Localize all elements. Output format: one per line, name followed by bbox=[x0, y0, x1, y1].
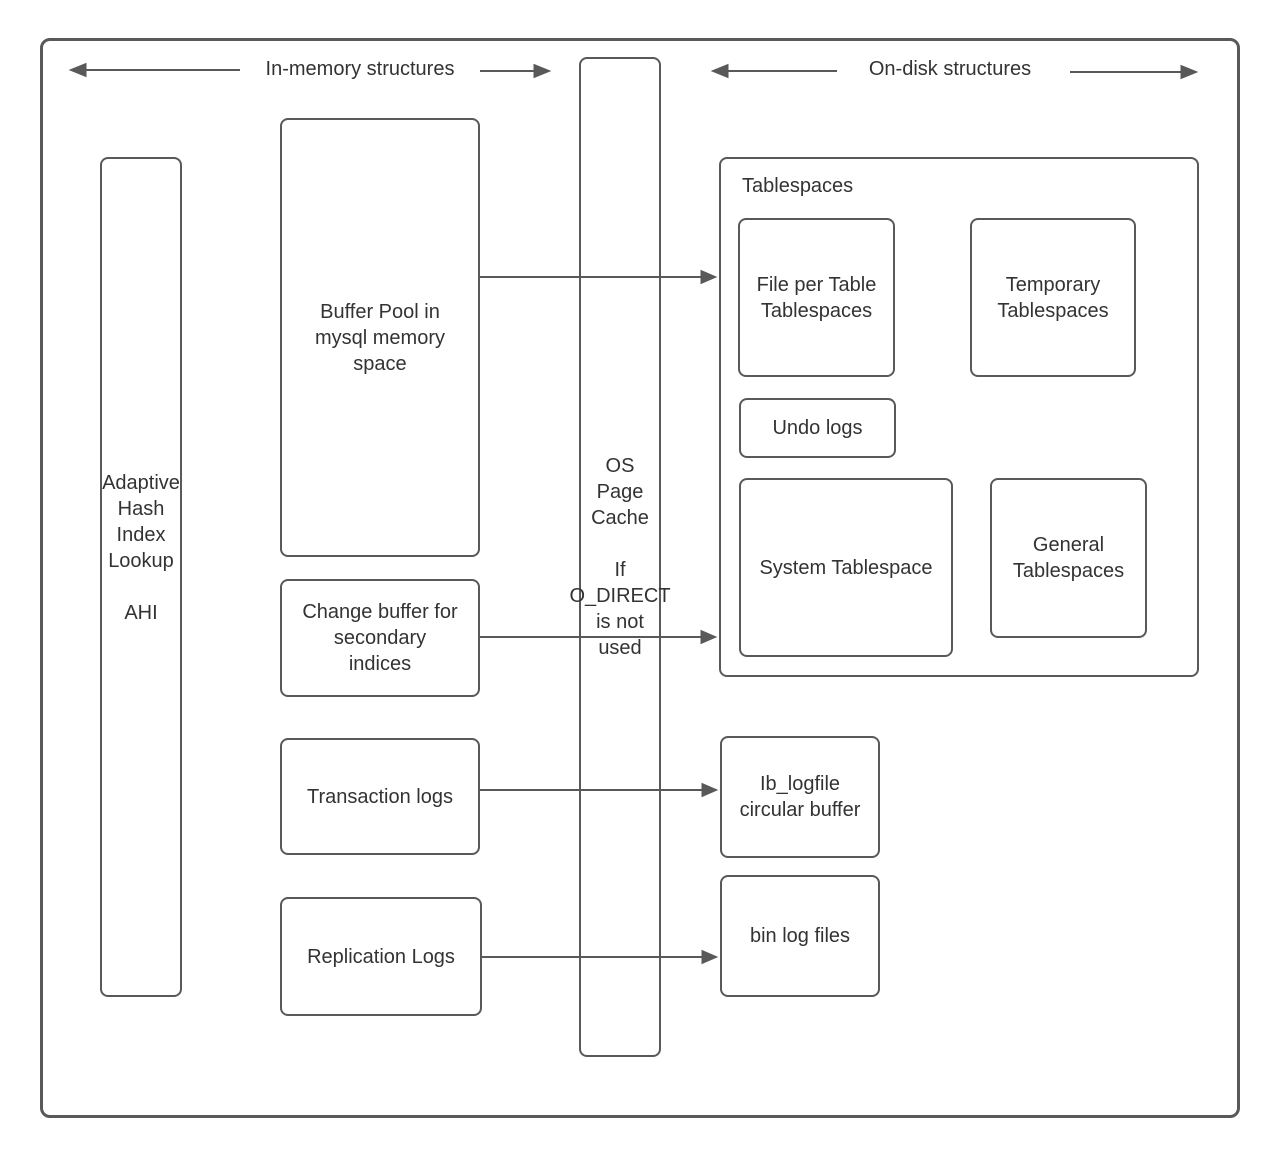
replication-logs-label: Replication Logs bbox=[307, 945, 455, 968]
tablespaces-label: Tablespaces bbox=[742, 175, 854, 197]
undo-logs-label: Undo logs bbox=[772, 417, 863, 439]
transaction-logs-box: Transaction logs bbox=[280, 738, 480, 855]
general-tablespaces-box: General Tablespaces bbox=[990, 478, 1147, 638]
system-tablespace-label: System Tablespace bbox=[759, 556, 933, 579]
replication-logs-box: Replication Logs bbox=[280, 897, 482, 1016]
in-memory-section-label: In-memory structures bbox=[265, 58, 455, 80]
file-per-table-tablespaces-label: File per Table Tablespaces bbox=[756, 273, 877, 322]
change-buffer-label: Change buffer for secondary indices bbox=[302, 601, 458, 675]
bin-log-files-label: bin log files bbox=[749, 925, 851, 947]
adaptive-hash-index-label: Adaptive Hash Index Lookup AHI bbox=[102, 472, 180, 624]
system-tablespace-box: System Tablespace bbox=[739, 478, 953, 657]
file-per-table-tablespaces-box: File per Table Tablespaces bbox=[738, 218, 895, 377]
on-disk-section-label: On-disk structures bbox=[868, 58, 1032, 80]
os-page-cache-label: OS Page Cache If O_DIRECT is not used bbox=[569, 455, 671, 659]
temporary-tablespaces-box: Temporary Tablespaces bbox=[970, 218, 1136, 377]
buffer-pool-box: Buffer Pool in mysql memory space bbox=[280, 118, 480, 557]
general-tablespaces-label: General Tablespaces bbox=[1012, 534, 1125, 582]
transaction-logs-label: Transaction logs bbox=[307, 785, 453, 808]
undo-logs-box: Undo logs bbox=[739, 398, 896, 458]
os-page-cache-column: OS Page Cache If O_DIRECT is not used bbox=[569, 57, 671, 1057]
temporary-tablespaces-label: Temporary Tablespaces bbox=[997, 273, 1109, 322]
ib-logfile-label: Ib_logfile circular buffer bbox=[739, 773, 861, 821]
bin-log-files-box: bin log files bbox=[720, 875, 880, 997]
diagram-outer-frame bbox=[40, 38, 1240, 1118]
ib-logfile-box: Ib_logfile circular buffer bbox=[720, 736, 880, 858]
buffer-pool-label: Buffer Pool in mysql memory space bbox=[314, 300, 445, 375]
change-buffer-box: Change buffer for secondary indices bbox=[280, 579, 480, 697]
adaptive-hash-index-box: Adaptive Hash Index Lookup AHI bbox=[100, 157, 182, 997]
